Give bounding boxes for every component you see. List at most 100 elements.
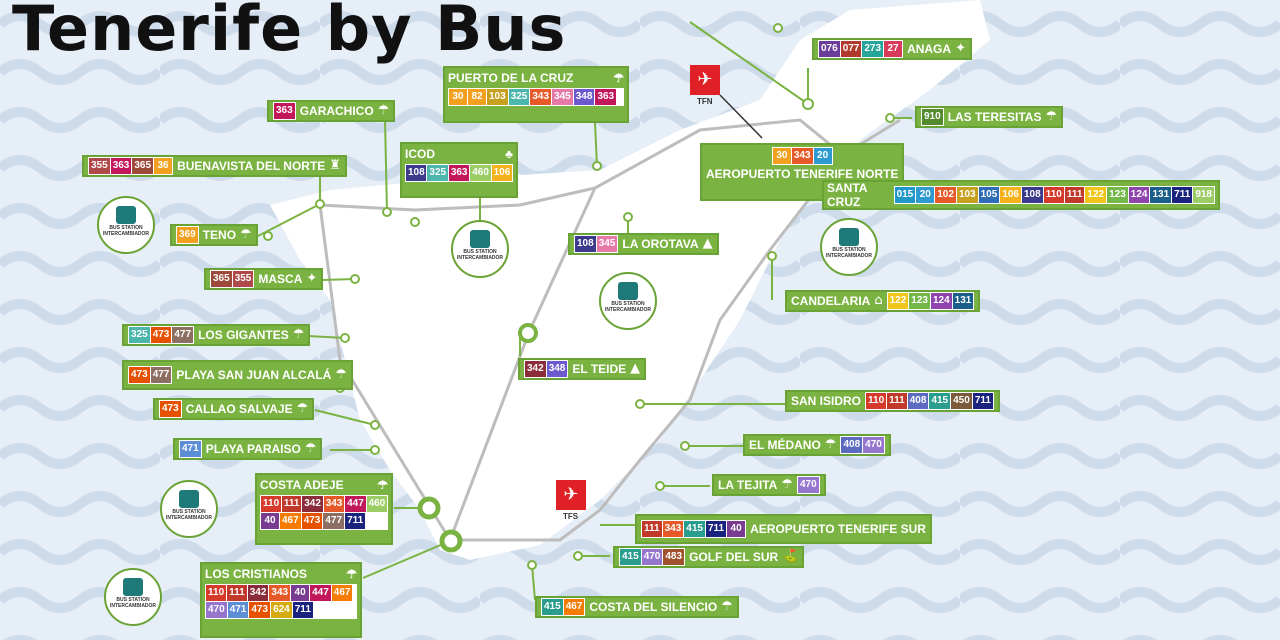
route-code-badge[interactable]: 473: [129, 367, 150, 383]
route-code-badge[interactable]: 106: [1000, 187, 1021, 203]
route-code-badge[interactable]: 345: [596, 236, 618, 252]
route-code-badge[interactable]: 467: [563, 599, 585, 615]
route-code-badge[interactable]: 123: [1107, 187, 1128, 203]
route-code-badge[interactable]: 477: [172, 327, 194, 343]
route-code-badge[interactable]: 131: [952, 293, 974, 309]
route-code-badge[interactable]: 110: [206, 585, 227, 601]
route-code-badge[interactable]: 910: [922, 109, 943, 125]
route-code-badge[interactable]: 131: [1150, 187, 1172, 203]
route-code-badge[interactable]: 473: [249, 602, 271, 618]
route-code-badge[interactable]: 471: [227, 602, 249, 618]
route-code-badge[interactable]: 365: [132, 158, 154, 174]
route-code-badge[interactable]: 343: [662, 521, 684, 537]
route-code-badge[interactable]: 102: [935, 187, 956, 203]
route-code-badge[interactable]: 273: [862, 41, 884, 57]
route-code-badge[interactable]: 343: [269, 585, 291, 601]
route-code-badge[interactable]: 711: [1172, 187, 1193, 203]
route-code-badge[interactable]: 345: [552, 89, 573, 105]
route-code-badge[interactable]: 355: [232, 271, 254, 287]
route-code-badge[interactable]: 20: [813, 148, 832, 164]
route-code-badge[interactable]: 467: [331, 585, 353, 601]
route-code-badge[interactable]: 124: [1128, 187, 1150, 203]
route-code-badge[interactable]: 415: [620, 549, 641, 565]
route-code-badge[interactable]: 408: [907, 393, 929, 409]
route-code-badge[interactable]: 103: [487, 89, 508, 105]
route-code-badge[interactable]: 477: [150, 367, 172, 383]
route-code-badge[interactable]: 447: [345, 496, 366, 512]
route-code-badge[interactable]: 20: [916, 187, 935, 203]
route-code-badge[interactable]: 363: [110, 158, 132, 174]
route-code-badge[interactable]: 111: [887, 393, 907, 409]
route-code-badge[interactable]: 473: [160, 401, 181, 417]
route-code-badge[interactable]: 365: [211, 271, 232, 287]
route-code-badge[interactable]: 40: [727, 521, 746, 537]
route-code-badge[interactable]: 415: [929, 393, 951, 409]
route-code-badge[interactable]: 483: [663, 549, 685, 565]
route-code-badge[interactable]: 711: [345, 513, 366, 529]
route-code-badge[interactable]: 077: [840, 41, 862, 57]
route-code-badge[interactable]: 711: [972, 393, 993, 409]
route-code-badge[interactable]: 477: [323, 513, 345, 529]
route-code-badge[interactable]: 325: [508, 89, 530, 105]
route-code-badge[interactable]: 348: [546, 361, 568, 377]
route-code-badge[interactable]: 110: [866, 393, 887, 409]
route-code-badge[interactable]: 348: [573, 89, 595, 105]
route-code-badge[interactable]: 103: [956, 187, 978, 203]
route-code-badge[interactable]: 624: [271, 602, 292, 618]
route-code-badge[interactable]: 415: [542, 599, 563, 615]
route-code-badge[interactable]: 122: [1085, 187, 1107, 203]
route-code-badge[interactable]: 122: [887, 293, 909, 309]
route-code-badge[interactable]: 363: [448, 165, 470, 181]
route-code-badge[interactable]: 408: [841, 437, 863, 453]
route-code-badge[interactable]: 108: [575, 236, 596, 252]
route-code-badge[interactable]: 711: [292, 602, 313, 618]
route-code-badge[interactable]: 470: [206, 602, 227, 618]
route-code-badge[interactable]: 111: [1064, 187, 1085, 203]
route-code-badge[interactable]: 110: [1043, 187, 1064, 203]
route-code-badge[interactable]: 015: [894, 187, 916, 203]
route-code-badge[interactable]: 106: [491, 165, 513, 181]
route-code-badge[interactable]: 105: [978, 187, 1000, 203]
route-code-badge[interactable]: 460: [366, 496, 387, 512]
route-code-badge[interactable]: 918: [1193, 187, 1214, 203]
route-code-badge[interactable]: 124: [930, 293, 952, 309]
route-code-badge[interactable]: 343: [791, 148, 813, 164]
route-code-badge[interactable]: 27: [884, 41, 903, 57]
stop-la-tejita[interactable]: LA TEJITA☂470: [712, 474, 826, 496]
route-code-badge[interactable]: 82: [468, 89, 486, 105]
route-code-badge[interactable]: 076: [819, 41, 840, 57]
route-code-badge[interactable]: 460: [470, 165, 491, 181]
route-code-badge[interactable]: 711: [705, 521, 727, 537]
route-code-badge[interactable]: 471: [180, 441, 201, 457]
route-code-badge[interactable]: 111: [227, 585, 247, 601]
route-code-badge[interactable]: 369: [177, 227, 198, 243]
route-code-badge[interactable]: 325: [427, 165, 448, 181]
route-code-badge[interactable]: 473: [150, 327, 172, 343]
route-code-badge[interactable]: 467: [280, 513, 301, 529]
route-code-badge[interactable]: 108: [406, 165, 427, 181]
route-code-badge[interactable]: 343: [323, 496, 345, 512]
route-code-badge[interactable]: 123: [909, 293, 930, 309]
route-code-badge[interactable]: 342: [525, 361, 546, 377]
